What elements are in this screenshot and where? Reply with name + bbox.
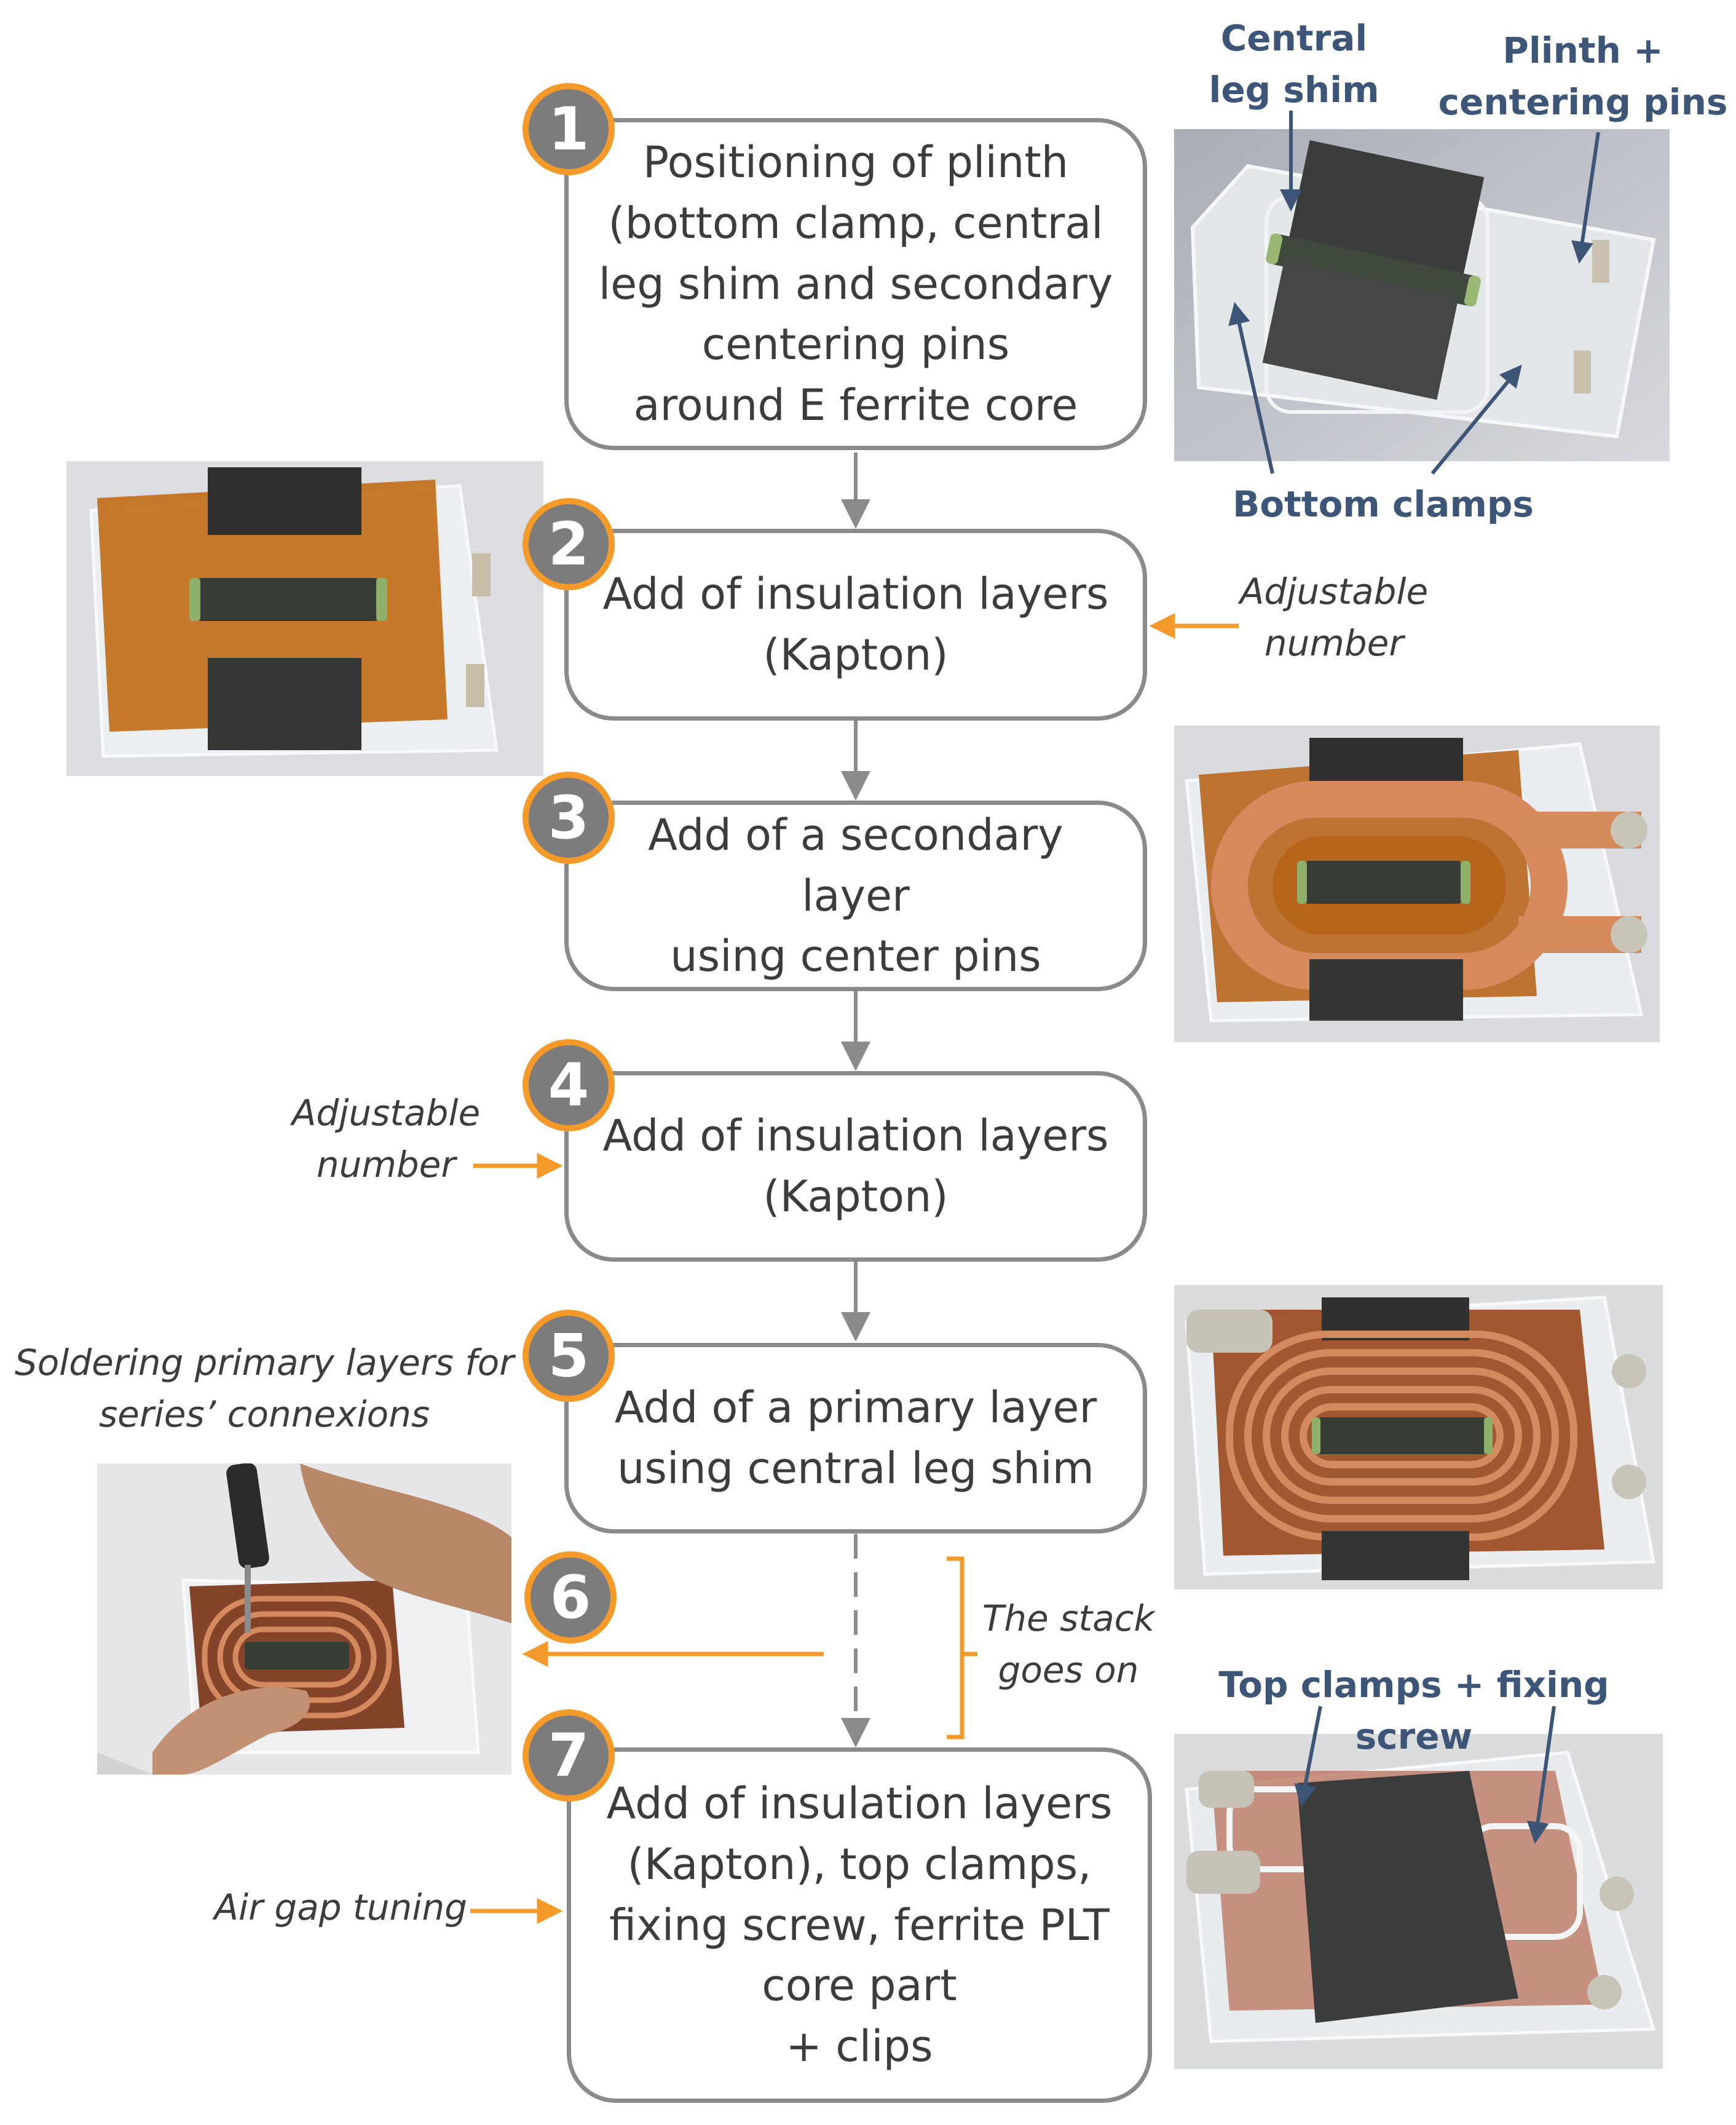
callout-arrow-top-clamps-left [1294, 1706, 1322, 1807]
step-5-box: Add of a primary layer using central leg… [564, 1343, 1147, 1533]
note-adjustable-left: Adjustable number [291, 1092, 481, 1186]
label-central-leg-shim: Central leg shim [1209, 17, 1379, 111]
photo-kapton [66, 461, 543, 776]
step-3-text: Add of a secondary layer using center pi… [648, 809, 1063, 982]
note-air-gap-tuning: Air gap tuning [214, 1886, 467, 1928]
step-3-badge: 3 [523, 772, 615, 864]
photo-plinth [1174, 129, 1670, 461]
label-bottom-clamps: Bottom clamps [1233, 483, 1534, 525]
step-4-text: Add of insulation layers (Kapton) [602, 1110, 1109, 1222]
step-1-box: Positioning of plinth (bottom clamp, cen… [564, 118, 1147, 450]
step-7-badge: 7 [523, 1709, 615, 1802]
callout-arrow-bottom-clamps-left [1228, 302, 1274, 474]
callout-arrow-top-clamps-right [1526, 1706, 1556, 1844]
note-stack-goes-on: The stack goes on [982, 1597, 1155, 1692]
photo-primary-layer [1174, 1285, 1663, 1589]
label-top-clamps: Top clamps + fixing screw [1218, 1664, 1609, 1758]
photo-top-clamps [1174, 1734, 1663, 2069]
step-2-text: Add of insulation layers (Kapton) [602, 569, 1109, 680]
step-7-text: Add of insulation layers (Kapton), top c… [606, 1778, 1113, 2072]
step-1-text: Positioning of plinth (bottom clamp, cen… [598, 137, 1113, 431]
step-5-badge: 5 [523, 1310, 615, 1402]
step-3-box: Add of a secondary layer using center pi… [564, 801, 1147, 991]
stack-bracket [947, 1556, 977, 1739]
step-1-badge: 1 [523, 83, 615, 175]
step-4-badge: 4 [523, 1039, 615, 1131]
step-7-box: Add of insulation layers (Kapton), top c… [567, 1747, 1152, 2103]
photo-secondary-layer [1174, 726, 1660, 1042]
note-adjustable-right: Adjustable number [1239, 571, 1429, 665]
step-6-badge: 6 [524, 1551, 617, 1644]
step-2-badge: 2 [523, 498, 615, 590]
label-plinth-pins: Plinth + centering pins [1438, 30, 1728, 124]
callout-arrow-plinth-pins [1571, 132, 1600, 264]
callout-arrow-bottom-clamps-right [1430, 365, 1522, 475]
step-4-box: Add of insulation layers (Kapton) [564, 1071, 1147, 1262]
note-soldering: Soldering primary layers for series’ con… [14, 1342, 515, 1436]
step-2-box: Add of insulation layers (Kapton) [564, 529, 1147, 721]
photo-soldering [97, 1463, 511, 1775]
step-5-text: Add of a primary layer using central leg… [614, 1382, 1097, 1494]
